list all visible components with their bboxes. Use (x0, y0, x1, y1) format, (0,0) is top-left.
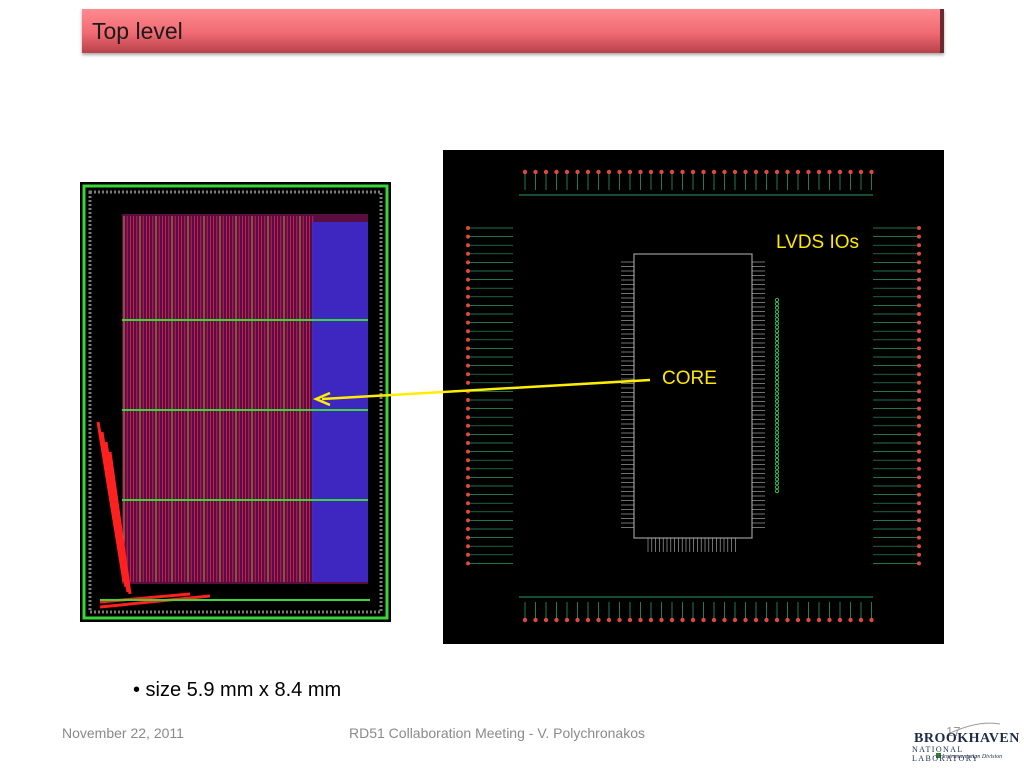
slide-title-bar: Top level (82, 9, 944, 53)
core-label: CORE (662, 368, 717, 389)
lvds-label: LVDS IOs (776, 232, 860, 253)
logo-division: Instrumentation Division (942, 754, 1003, 760)
logo-lab: NATIONAL LABORATORY (912, 745, 980, 763)
logo-brand: BROOKHAVEN (914, 731, 1020, 746)
pad-layout-graphic (466, 169, 921, 623)
slide-title: Top level (92, 18, 183, 44)
footer-date: November 22, 2011 (62, 725, 184, 741)
chip-layout-image (80, 182, 391, 622)
chip-layout-graphic (82, 184, 389, 620)
size-bullet: • size 5.9 mm x 8.4 mm (133, 679, 342, 701)
brookhaven-logo: BROOKHAVEN NATIONAL LABORATORY Instrumen… (908, 722, 1020, 764)
footer-center: RD51 Collaboration Meeting - V. Polychro… (349, 725, 645, 741)
chip-pad-layout-image (443, 150, 944, 644)
